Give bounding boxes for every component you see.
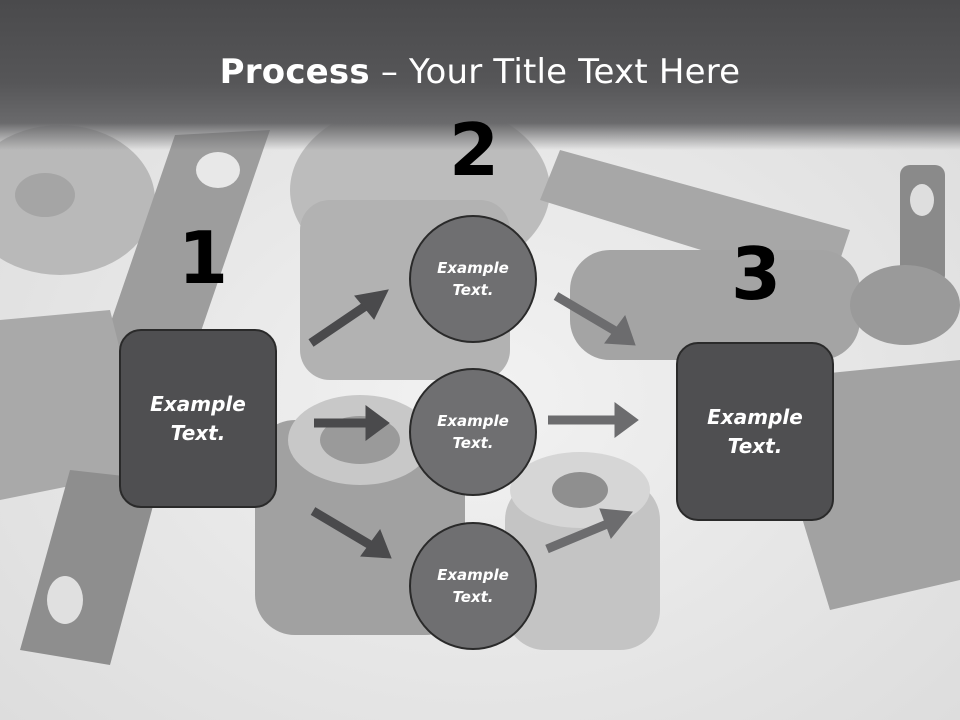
step-number-1: 1 xyxy=(178,216,229,300)
circle-1-line1: Example xyxy=(437,258,509,277)
arrow-to-circle-1 xyxy=(308,299,373,347)
title-bold: Process xyxy=(219,52,370,92)
arrow-head-5 xyxy=(614,402,639,438)
arrow-from-circle-3 xyxy=(545,517,614,554)
step-1-line1: Example xyxy=(150,391,246,416)
arrow-head-3 xyxy=(360,528,392,559)
title-bar xyxy=(0,0,960,150)
title-separator: – xyxy=(369,52,410,92)
circle-3-line2: Text. xyxy=(452,588,494,606)
arrow-head-1 xyxy=(354,289,389,320)
arrow-head-6 xyxy=(599,508,633,539)
step-number-2: 2 xyxy=(449,108,500,192)
circle-2-line2: Text. xyxy=(452,434,494,452)
arrow-from-circle-1 xyxy=(553,292,620,336)
step-number-3: 3 xyxy=(731,232,782,316)
step-3-line2: Text. xyxy=(727,433,783,458)
circle-1-line2: Text. xyxy=(452,281,494,299)
title-rest: Your Title Text Here xyxy=(409,52,741,92)
circle-2-line1: Example xyxy=(437,411,509,430)
step-3-line1: Example xyxy=(707,404,803,429)
step-1-line2: Text. xyxy=(170,420,226,445)
arrow-head-4 xyxy=(604,314,636,346)
slide-title[interactable]: Process – Your Title Text Here xyxy=(0,52,960,92)
circle-3-line1: Example xyxy=(437,565,509,584)
arrow-to-circle-3 xyxy=(310,507,375,550)
arrow-head-2 xyxy=(365,405,390,441)
